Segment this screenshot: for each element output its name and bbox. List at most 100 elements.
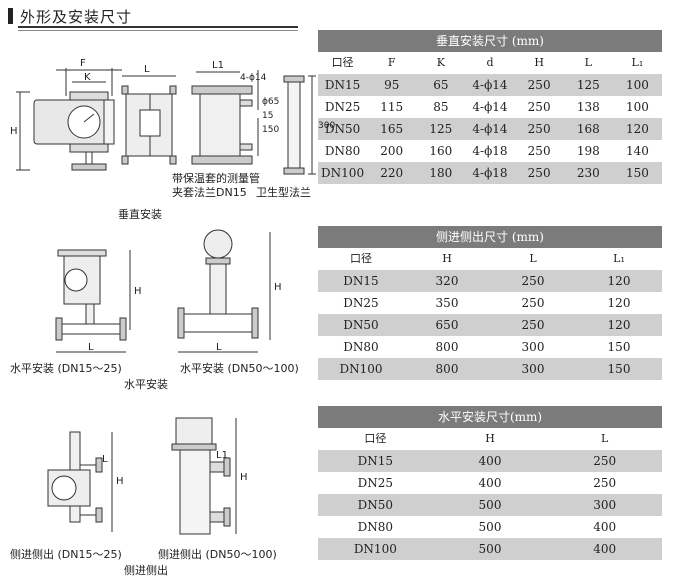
table-cell: DN25 — [357, 476, 394, 490]
table-cell: 230 — [576, 166, 600, 180]
table-cell: DN100 — [353, 542, 397, 556]
table-cell: 250 — [527, 100, 551, 114]
jacket-note-1: 带保温套的测量管 — [172, 171, 260, 185]
table-cell: 4-ϕ14 — [472, 122, 508, 136]
table-cell: 180 — [429, 166, 453, 180]
table-cell: DN25 — [343, 296, 379, 310]
column-header: L — [601, 432, 609, 445]
column-header: K — [436, 56, 445, 69]
column-header: F — [387, 56, 396, 69]
horizontal-caption: 水平安装 — [124, 377, 168, 391]
table-cell: 250 — [527, 166, 551, 180]
table-cell: 800 — [435, 340, 459, 354]
table-cell: 200 — [380, 144, 404, 158]
table-cell: 198 — [576, 144, 600, 158]
table-header-row: 口径 H L — [318, 428, 662, 450]
dimension-labels: F K H L L1 4-ϕ14 ϕ65 15 150 300 H L H L … — [10, 58, 335, 487]
column-header: 口径 — [350, 252, 372, 265]
horizontal-small-view — [55, 249, 131, 353]
side-small-caption: 侧进侧出 (DN15～25) — [10, 547, 122, 561]
table-row: DN15 95 65 4-ϕ14 250 125 100 — [318, 74, 662, 96]
table-row: DN15 400 250 — [318, 450, 662, 472]
table-cell: 4-ϕ14 — [472, 78, 508, 92]
table-cell: 320 — [435, 274, 459, 288]
table-cell: 4-ϕ18 — [472, 166, 508, 180]
dim-f: F — [80, 58, 86, 69]
column-header: L₁ — [613, 252, 625, 265]
vertical-front-view — [16, 68, 122, 171]
table-cell: 125 — [576, 78, 600, 92]
horizontal-small-caption: 水平安装 (DN15～25) — [10, 361, 122, 375]
table-cell: DN50 — [343, 318, 379, 332]
table-cell: DN80 — [343, 340, 379, 354]
table-cell: DN100 — [321, 166, 365, 180]
table-header-row: 口径 F K d H L L₁ — [318, 52, 662, 74]
table-cell: DN80 — [357, 520, 394, 534]
table-row: DN100 220 180 4-ϕ18 250 230 150 — [318, 162, 662, 184]
column-header: H — [485, 432, 495, 445]
table-cell: 400 — [593, 542, 617, 556]
vertical-side-view — [121, 75, 177, 165]
header-rule-thin — [18, 30, 298, 31]
horizontal-dim-h2: H — [274, 282, 282, 293]
side-dim-l: L — [102, 454, 108, 465]
dim-l1: L1 — [212, 60, 224, 71]
dim-150: 150 — [262, 125, 279, 135]
table-row: DN25 115 85 4-ϕ14 250 138 100 — [318, 96, 662, 118]
table-header-row: 口径 H L L₁ — [318, 248, 662, 270]
column-header: H — [442, 252, 452, 265]
dim-l: L — [144, 64, 150, 75]
table-cell: 4-ϕ14 — [472, 100, 508, 114]
column-header: L₁ — [631, 56, 644, 69]
column-header: L — [529, 252, 537, 265]
table-cell: 400 — [593, 520, 617, 534]
table-cell: 95 — [384, 78, 400, 92]
side-large-caption: 侧进侧出 (DN50～100) — [158, 547, 277, 561]
dim-15: 15 — [262, 111, 273, 121]
vertical-install-table: 垂直安装尺寸 (mm) 口径 F K d H L L₁ DN15 95 65 4… — [318, 30, 662, 184]
table-cell: DN15 — [343, 274, 379, 288]
table-cell: 500 — [478, 542, 502, 556]
table-cell: 250 — [593, 476, 617, 490]
table-cell: 250 — [527, 78, 551, 92]
table-cell: 220 — [380, 166, 404, 180]
column-header: 口径 — [331, 56, 354, 69]
table-row: DN50 500 300 — [318, 494, 662, 516]
table-cell: DN15 — [357, 454, 394, 468]
table-row: DN15 320 250 120 — [318, 270, 662, 292]
horizontal-install-table: 水平安装尺寸(mm) 口径 H L DN15 400 250 DN25 400 … — [318, 406, 662, 560]
table-cell: 120 — [625, 122, 649, 136]
table-cell: DN15 — [324, 78, 361, 92]
table-cell: 100 — [625, 100, 649, 114]
table-cell: 500 — [478, 520, 502, 534]
table-row: DN100 500 400 — [318, 538, 662, 560]
horizontal-large-view — [177, 229, 271, 353]
table-cell: 150 — [607, 340, 631, 354]
table-cell: 150 — [607, 362, 631, 376]
table-cell: 300 — [593, 498, 617, 512]
horizontal-large-caption: 水平安装 (DN50～100) — [180, 361, 299, 375]
table-cell: 125 — [429, 122, 453, 136]
table-cell: 250 — [521, 318, 545, 332]
table-cell: 350 — [435, 296, 459, 310]
table-row: DN50 165 125 4-ϕ14 250 168 120 — [318, 118, 662, 140]
horizontal-dim-h: H — [134, 286, 142, 297]
dim-300: 300 — [318, 121, 335, 131]
horizontal-dim-l2: L — [216, 342, 222, 353]
table-row: DN25 400 250 — [318, 472, 662, 494]
section-title: 外形及安装尺寸 — [20, 8, 133, 26]
table-cell: 115 — [380, 100, 404, 114]
sanitary-flange-view — [283, 75, 316, 175]
table-cell: 120 — [607, 318, 631, 332]
table-cell: 250 — [527, 122, 551, 136]
dim-h: H — [10, 126, 18, 137]
table-cell: 100 — [625, 78, 649, 92]
jacketed-tube-view — [191, 70, 259, 165]
table-title: 垂直安装尺寸 (mm) — [318, 30, 662, 52]
table-row: DN100 800 300 150 — [318, 358, 662, 380]
diagram-notes: 带保温套的测量管 夹套法兰DN15 卫生型法兰 垂直安装 水平安装 (DN15～… — [10, 171, 311, 577]
table-cell: 650 — [435, 318, 459, 332]
table-cell: 300 — [521, 362, 545, 376]
dim-d: 4-ϕ14 — [240, 73, 267, 83]
